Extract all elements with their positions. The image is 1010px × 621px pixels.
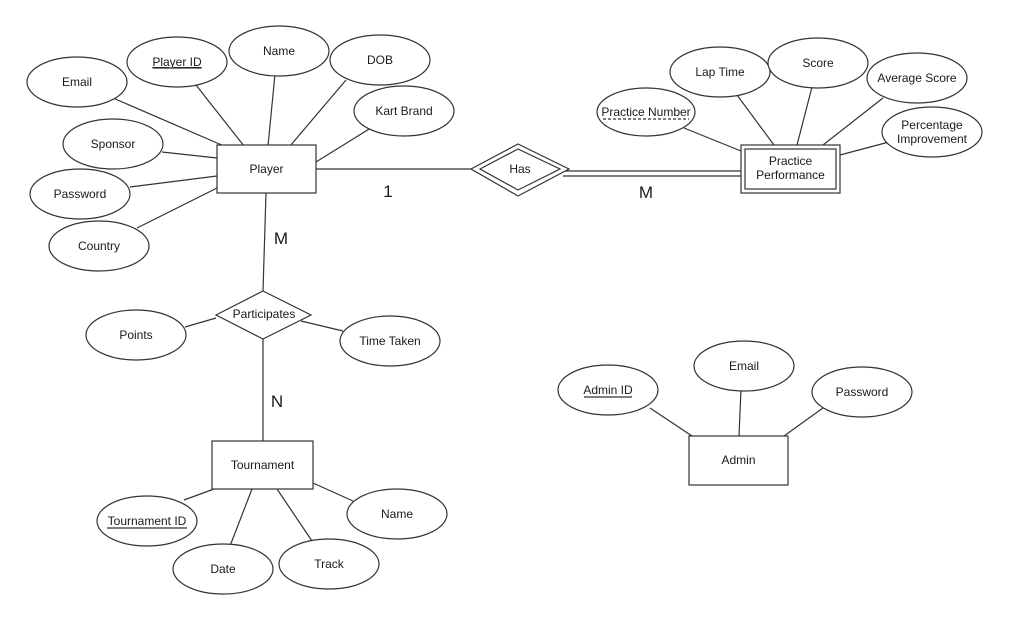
attribute-admin-password[interactable]: Password [811, 366, 913, 418]
connector-player-kart-brand [315, 125, 375, 163]
entity-practice-performance-label-line2: Performance [756, 168, 825, 182]
connector-practice-percentage [839, 141, 890, 156]
attribute-player-dob[interactable]: DOB [329, 34, 431, 86]
attribute-practice-lap-time[interactable]: Lap Time [669, 46, 771, 98]
attribute-player-email-label: Email [62, 75, 92, 89]
connector-practice-average-score [822, 97, 884, 146]
connector-player-password [129, 175, 218, 188]
attribute-tournament-date-label: Date [210, 562, 236, 576]
entity-admin[interactable]: Admin [688, 435, 789, 486]
attribute-practice-number-label: Practice Number [601, 105, 690, 119]
connector-player-participates [262, 192, 267, 292]
connector-tournament-track [276, 488, 313, 542]
connector-player-email [112, 97, 225, 147]
connector-player-name [267, 73, 276, 147]
entity-tournament[interactable]: Tournament [211, 440, 314, 490]
cardinality-has-practice: M [639, 183, 653, 202]
attribute-practice-score-label: Score [802, 56, 834, 70]
attribute-player-country[interactable]: Country [48, 220, 150, 272]
attribute-player-name-label: Name [263, 44, 295, 58]
attribute-practice-score[interactable]: Score [767, 37, 869, 89]
attribute-admin-id-label: Admin ID [583, 383, 633, 397]
attribute-practice-percentage-improvement[interactable]: Percentage Improvement [881, 106, 983, 158]
entity-practice-performance-label-line1: Practice [769, 154, 813, 168]
attribute-participates-time-taken-label: Time Taken [359, 334, 420, 348]
connector-player-country [136, 187, 218, 229]
connector-player-dob [289, 79, 347, 147]
connector-practice-lap-time [736, 94, 775, 146]
cardinality-participates-tournament: N [271, 392, 283, 411]
attribute-practice-percentage-improvement-line1: Percentage [901, 118, 963, 132]
attribute-tournament-track-label: Track [314, 557, 345, 571]
relationship-participates-label: Participates [233, 307, 296, 321]
connector-practice-score [796, 86, 813, 146]
connector-tournament-date [229, 488, 253, 547]
attribute-player-country-label: Country [78, 239, 120, 253]
entity-player-label: Player [249, 162, 283, 176]
attribute-practice-average-score-label: Average Score [877, 71, 956, 85]
entity-practice-performance[interactable]: Practice Performance [740, 144, 841, 194]
entity-player[interactable]: Player [216, 144, 317, 194]
attribute-participates-points[interactable]: Points [85, 309, 187, 361]
attribute-practice-lap-time-label: Lap Time [695, 65, 745, 79]
relationship-has-label: Has [509, 162, 530, 176]
attribute-player-dob-label: DOB [367, 53, 393, 67]
connector-admin-password [783, 407, 824, 437]
relationship-participates[interactable]: Participates [214, 290, 313, 340]
attribute-player-kart-brand-label: Kart Brand [375, 104, 432, 118]
connector-tournament-name [312, 482, 354, 502]
attribute-participates-points-label: Points [119, 328, 152, 342]
attribute-participates-time-taken[interactable]: Time Taken [339, 315, 441, 367]
connector-player-sponsor [161, 151, 218, 159]
attribute-admin-password-label: Password [836, 385, 889, 399]
connector-participates-time-taken [300, 320, 344, 332]
attribute-admin-email-label: Email [729, 359, 759, 373]
attribute-player-password[interactable]: Password [29, 168, 131, 220]
attribute-tournament-name-label: Name [381, 507, 413, 521]
attribute-practice-number[interactable]: Practice Number [596, 87, 696, 137]
attribute-practice-average-score[interactable]: Average Score [866, 52, 968, 104]
attribute-player-sponsor-label: Sponsor [91, 137, 136, 151]
connector-participates-points [184, 317, 217, 328]
connectors [112, 73, 890, 547]
attribute-player-password-label: Password [54, 187, 107, 201]
cardinality-player-participates: M [274, 229, 288, 248]
connector-admin-id [649, 407, 693, 437]
connector-tournament-id [183, 488, 215, 501]
attribute-admin-email[interactable]: Email [693, 340, 795, 392]
attribute-admin-id[interactable]: Admin ID [557, 364, 659, 416]
attribute-player-name[interactable]: Name [228, 25, 330, 77]
relationship-has[interactable]: Has [469, 143, 571, 197]
attribute-tournament-id[interactable]: Tournament ID [96, 495, 198, 547]
attribute-tournament-name[interactable]: Name [346, 488, 448, 540]
attribute-player-email[interactable]: Email [26, 56, 128, 108]
cardinality-player-has: 1 [383, 182, 392, 201]
attribute-player-kart-brand[interactable]: Kart Brand [353, 85, 455, 137]
attribute-player-sponsor[interactable]: Sponsor [62, 118, 164, 170]
attribute-tournament-track[interactable]: Track [278, 538, 380, 590]
attribute-practice-percentage-improvement-line2: Improvement [897, 132, 968, 146]
attribute-tournament-id-label: Tournament ID [108, 514, 187, 528]
entity-tournament-label: Tournament [231, 458, 295, 472]
connector-practice-number [683, 127, 742, 152]
attribute-player-id-label: Player ID [152, 55, 202, 69]
connector-admin-email [738, 388, 742, 437]
attribute-player-id[interactable]: Player ID [126, 36, 228, 88]
entity-admin-label: Admin [721, 453, 755, 467]
attribute-tournament-date[interactable]: Date [172, 543, 274, 595]
connector-player-id [195, 84, 245, 147]
